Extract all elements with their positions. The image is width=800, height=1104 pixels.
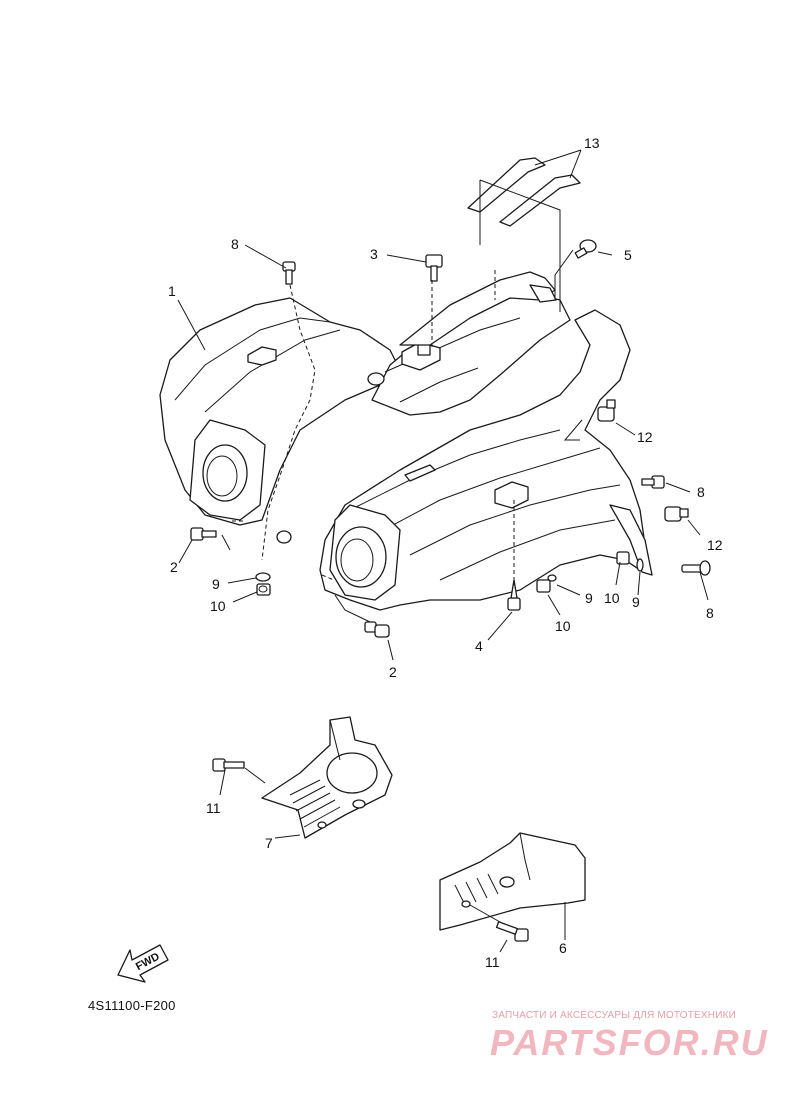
nut-10-right — [616, 551, 630, 565]
bolt-8-top — [282, 261, 296, 285]
leader-lines — [177, 149, 709, 953]
alignment-lines — [221, 249, 583, 623]
callouts: 1 2 2 3 4 5 6 7 8 8 8 9 9 9 10 10 10 11 … — [168, 135, 723, 970]
bolt-3 — [425, 254, 443, 282]
front-fender-body — [159, 271, 653, 611]
plate-6 — [439, 832, 586, 931]
watermark-brand: PARTSFOR.RU — [490, 1022, 769, 1063]
callout-13: 13 — [584, 135, 600, 151]
callout-8a: 8 — [231, 236, 239, 252]
fwd-arrow-icon: FWD — [117, 944, 169, 983]
bolt-2-lower — [364, 621, 390, 638]
callout-10c: 10 — [604, 590, 620, 606]
callout-2b: 2 — [389, 664, 397, 680]
callout-8b: 8 — [697, 484, 705, 500]
callout-12a: 12 — [637, 429, 653, 445]
bolt-11-left — [212, 758, 245, 772]
callout-2a: 2 — [170, 559, 178, 575]
clip-12-upper — [597, 399, 616, 422]
bolt-8-lower — [681, 560, 711, 576]
callout-11b: 11 — [485, 954, 500, 970]
callout-8c: 8 — [706, 605, 714, 621]
clip-12-lower — [664, 506, 689, 522]
callout-4: 4 — [475, 638, 483, 654]
callout-9a: 9 — [212, 576, 220, 592]
callout-3: 3 — [370, 246, 378, 262]
callout-10b: 10 — [555, 618, 571, 634]
bolt-11-right — [495, 921, 529, 942]
callout-10a: 10 — [210, 598, 226, 614]
callout-9c: 9 — [632, 594, 640, 610]
callout-7: 7 — [265, 835, 273, 851]
nut-10-center — [536, 579, 551, 593]
callout-1: 1 — [168, 283, 176, 299]
callout-12b: 12 — [707, 537, 723, 553]
side-cover-strips — [467, 157, 581, 312]
nut-10-left — [256, 583, 271, 596]
watermark-tagline: ЗАПЧАСТИ И АКСЕССУАРЫ ДЛЯ МОТОТЕХНИКИ — [492, 1010, 737, 1021]
bolt-8-right — [641, 475, 665, 489]
bolt-2-left — [190, 527, 217, 541]
callout-9b: 9 — [585, 590, 593, 606]
callout-11a: 11 — [206, 800, 221, 816]
plate-7 — [261, 716, 393, 839]
fasteners — [190, 239, 711, 638]
callout-6: 6 — [559, 940, 567, 956]
bolt-4 — [507, 579, 521, 611]
drawing-code: 4S11100-F200 — [88, 998, 176, 1013]
screw-5 — [574, 239, 597, 259]
callout-5: 5 — [624, 247, 632, 263]
